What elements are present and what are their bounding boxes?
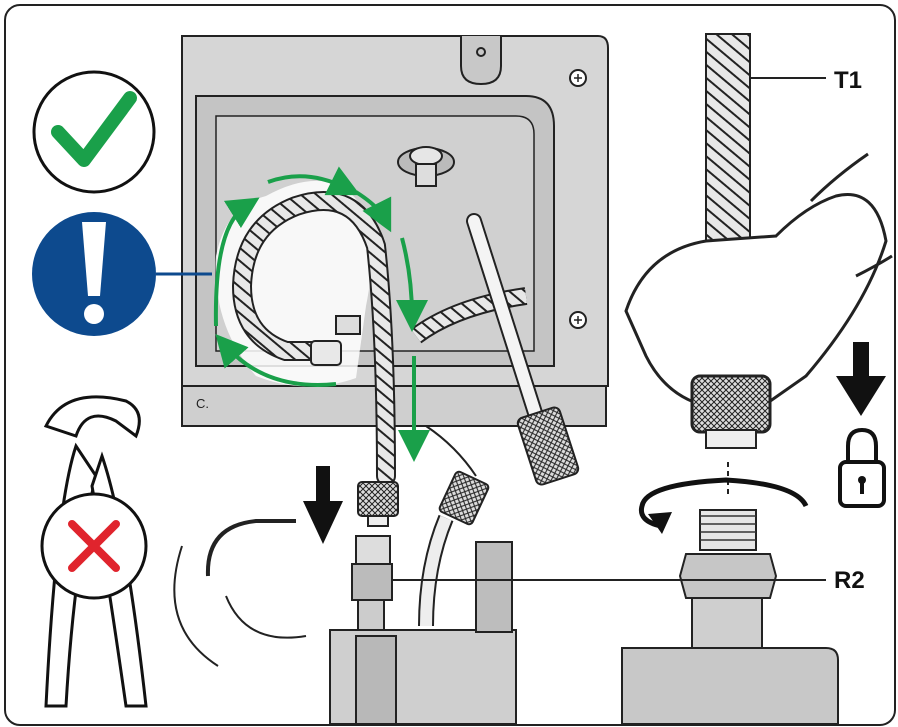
padlock-icon bbox=[840, 430, 884, 506]
exclamation-circle-icon bbox=[32, 212, 156, 336]
check-circle-icon bbox=[34, 72, 154, 192]
tighten-arrow bbox=[836, 342, 886, 416]
installation-diagram: C. bbox=[6, 6, 894, 724]
svg-text:C.: C. bbox=[196, 396, 209, 411]
water-tap-fitting-left bbox=[330, 536, 516, 724]
label-T1: T1 bbox=[834, 67, 862, 94]
hose-connector-nut bbox=[358, 482, 398, 526]
label-R2: R2 bbox=[834, 567, 865, 594]
hand-with-nut bbox=[626, 154, 892, 494]
illustration-frame: C. bbox=[4, 4, 896, 726]
fitting-R2 bbox=[622, 510, 838, 724]
pliers-cross-icon bbox=[42, 397, 146, 706]
insert-arrow-left bbox=[303, 466, 343, 544]
